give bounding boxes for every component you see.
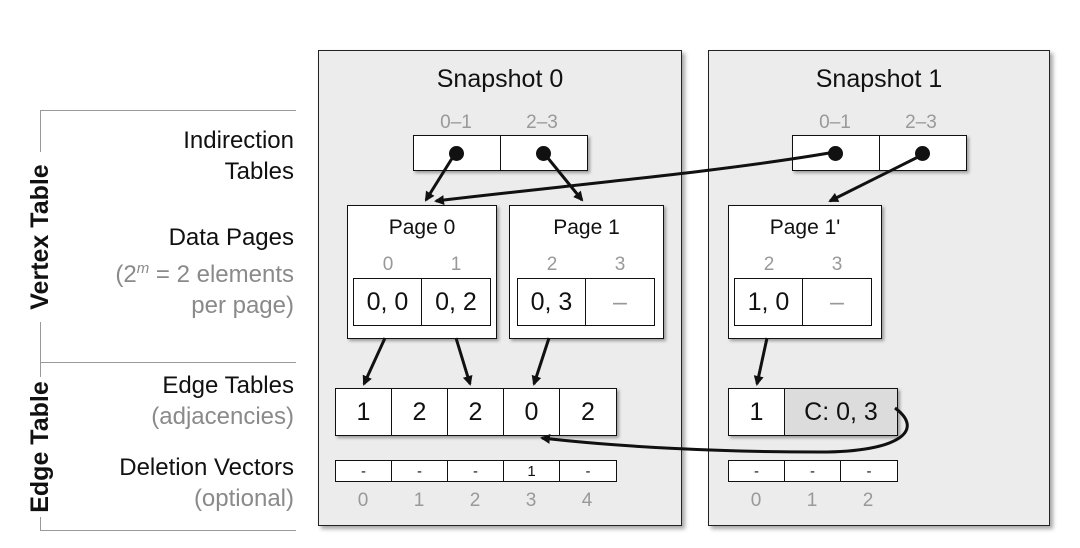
page-index: 3 bbox=[614, 254, 626, 275]
deletion-index: 4 bbox=[581, 490, 593, 511]
page-title: Page 0 bbox=[388, 216, 456, 239]
adjacency-arrow bbox=[753, 337, 769, 386]
page-index: 3 bbox=[831, 254, 843, 275]
indirection-range: 0–1 bbox=[819, 112, 851, 133]
deletion-index: 2 bbox=[862, 490, 874, 511]
page-cells: 1, 0 – bbox=[734, 278, 872, 326]
edge-tables-label: Edge Tables (adjacencies) bbox=[151, 372, 294, 430]
adjacency-arrow bbox=[454, 337, 473, 386]
deletion-index: 0 bbox=[750, 490, 762, 511]
snapshot-0-edge-table: 1 2 2 0 2 bbox=[335, 388, 617, 436]
snapshot-1-title: Snapshot 1 bbox=[815, 65, 943, 93]
pointer-arrow bbox=[424, 151, 458, 202]
deletion-vectors-label: Deletion Vectors (optional) bbox=[119, 454, 294, 512]
data-pages-label: Data Pages (2m = 2 elements per page) bbox=[115, 224, 294, 319]
bracket-line-bottom bbox=[40, 530, 296, 531]
snapshot-0-title: Snapshot 0 bbox=[436, 65, 564, 93]
page-index: 2 bbox=[763, 254, 775, 275]
continuation-cell: C: 0, 3 bbox=[785, 389, 897, 435]
snapshot-0-indirection-table bbox=[413, 135, 588, 171]
adjacency-arrow bbox=[531, 337, 551, 386]
vertex-cell: 1, 0 bbox=[735, 279, 803, 325]
deletion-index: 0 bbox=[357, 490, 369, 511]
deletion-index: 3 bbox=[525, 490, 537, 511]
continuation-arrow bbox=[540, 406, 909, 454]
deletion-cell: - bbox=[729, 461, 785, 481]
pointer-arrow bbox=[541, 151, 584, 202]
vertex-cell-empty: – bbox=[830, 287, 844, 316]
bracket-line-middle bbox=[40, 362, 296, 363]
edge-cell: 2 bbox=[392, 389, 448, 435]
deletion-cell: - bbox=[785, 461, 841, 481]
pointer-arrow bbox=[828, 153, 923, 203]
adjacency-arrow bbox=[362, 337, 387, 386]
snapshot-1-deletion-vector: - - - bbox=[728, 460, 898, 482]
indirection-slot bbox=[793, 136, 880, 170]
deletion-cell: - bbox=[866, 462, 872, 480]
edge-cell: 0 bbox=[504, 389, 560, 435]
snapshot-1-edge-table: 1 C: 0, 3 bbox=[728, 388, 898, 436]
deletion-cell: - bbox=[336, 461, 392, 481]
vertex-cell-empty: – bbox=[613, 287, 627, 316]
deletion-cell: - bbox=[448, 461, 504, 481]
indirection-tables-label: Indirection Tables bbox=[183, 127, 294, 185]
indirection-range: 0–1 bbox=[440, 112, 472, 133]
deletion-cell: - bbox=[392, 461, 448, 481]
pointer-arrow bbox=[434, 150, 836, 206]
deletion-index: 1 bbox=[806, 490, 818, 511]
pointer-dot bbox=[828, 146, 843, 161]
page-index: 0 bbox=[382, 254, 394, 275]
page-cells: 0, 0 0, 2 bbox=[353, 278, 491, 326]
vertex-cell: 0, 3 bbox=[518, 279, 586, 325]
data-page-1: Page 1 2 3 0, 3 – bbox=[509, 205, 664, 339]
snapshot-0-deletion-vector: - - - 1 - bbox=[335, 460, 617, 482]
vertex-cell: 0, 0 bbox=[354, 279, 422, 325]
vertex-cell: 0, 2 bbox=[435, 287, 477, 316]
indirection-range: 2–3 bbox=[905, 112, 937, 133]
edge-cell: 2 bbox=[581, 397, 595, 426]
page-index: 1 bbox=[450, 254, 462, 275]
deletion-index: 1 bbox=[413, 490, 425, 511]
data-page-0: Page 0 0 1 0, 0 0, 2 bbox=[347, 205, 497, 339]
data-page-1-prime: Page 1' 2 3 1, 0 – bbox=[728, 205, 882, 339]
edge-cell: 1 bbox=[729, 389, 785, 435]
page-index: 2 bbox=[546, 254, 558, 275]
indirection-range: 2–3 bbox=[526, 112, 558, 133]
bracket-line-top bbox=[40, 110, 296, 111]
deletion-index: 2 bbox=[469, 490, 481, 511]
deletion-cell: 1 bbox=[504, 461, 560, 481]
edge-cell: 1 bbox=[336, 389, 392, 435]
edge-cell: 2 bbox=[448, 389, 504, 435]
page-title: Page 1 bbox=[553, 216, 620, 239]
deletion-cell: - bbox=[585, 462, 591, 480]
page-cells: 0, 3 – bbox=[517, 278, 655, 326]
page-title: Page 1' bbox=[769, 216, 841, 239]
